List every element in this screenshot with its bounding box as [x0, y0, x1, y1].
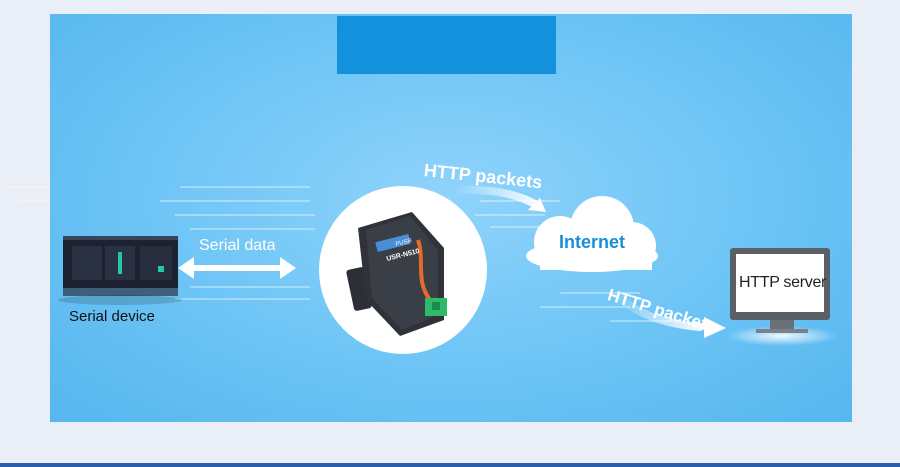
- downlink-arrow: [608, 286, 726, 338]
- http-server-label: HTTP server: [739, 274, 827, 291]
- serial-device-label: Serial device: [69, 308, 155, 325]
- internet-label: Internet: [559, 232, 626, 252]
- converter-brand: PUSR: [395, 238, 413, 248]
- serial-device-icon: [58, 236, 182, 305]
- serial-data-arrow: [178, 257, 296, 279]
- title-bar: [337, 16, 556, 74]
- converter-device-icon: [319, 186, 487, 354]
- bottom-strip: [0, 463, 900, 467]
- uplink-arrow: [451, 185, 546, 212]
- http-server-icon: [726, 248, 838, 346]
- internet-cloud-icon: [526, 196, 658, 272]
- serial-data-label: Serial data: [199, 237, 276, 254]
